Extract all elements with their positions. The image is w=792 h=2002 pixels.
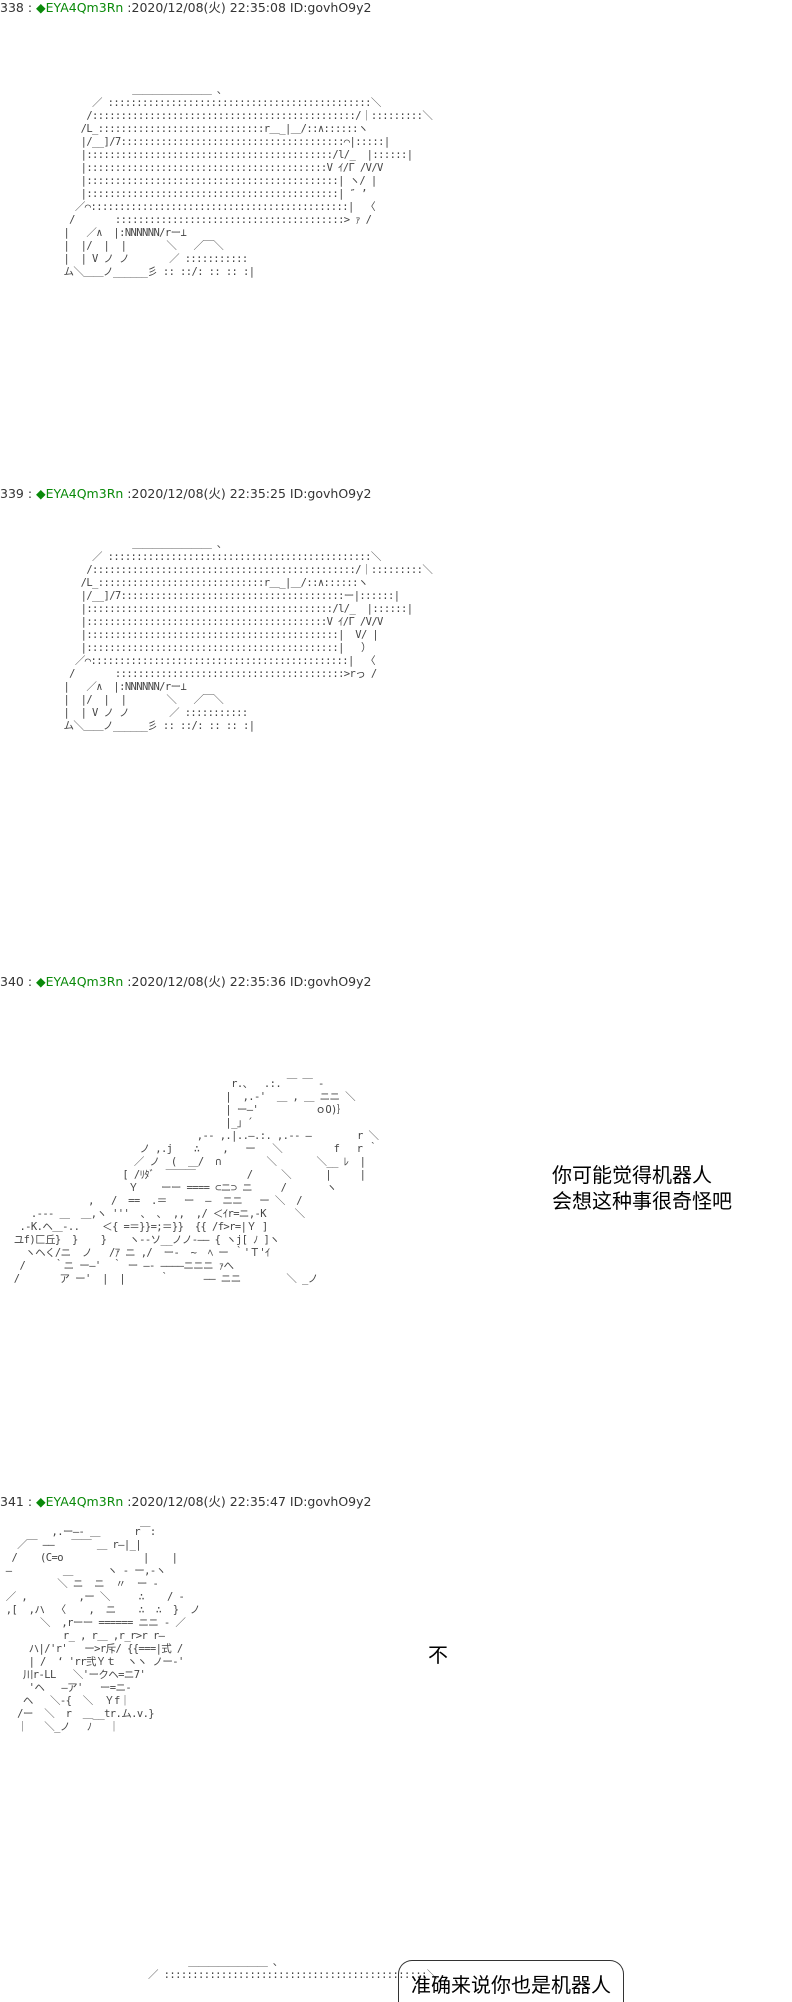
post-datetime: :2020/12/08(火) 22:35:47	[123, 1494, 286, 1509]
trip-diamond-icon: ◆	[36, 486, 46, 501]
speech-bubble: 准确来说你也是机器人	[398, 1960, 624, 2002]
poster-id: ID:govhO9y2	[285, 974, 372, 989]
poster-id: ID:govhO9y2	[285, 0, 372, 15]
post-number: 339	[0, 486, 24, 501]
post-header: 341 : ◆EYA4Qm3Rn :2020/12/08(火) 22:35:47…	[0, 1494, 372, 1509]
poster-id: ID:govhO9y2	[285, 486, 372, 501]
dialogue-line: 你可能觉得机器人	[552, 1163, 712, 1187]
post-header: 338 : ◆EYA4Qm3Rn :2020/12/08(火) 22:35:08…	[0, 0, 372, 15]
post-datetime: :2020/12/08(火) 22:35:36	[123, 974, 286, 989]
poster-name[interactable]: EYA4Qm3Rn	[45, 974, 124, 989]
ascii-art: ＿＿＿＿＿＿＿＿ ､ ／ :::::::::::::::::::::::::::…	[63, 538, 433, 732]
post-number: 341	[0, 1494, 24, 1509]
ascii-art: r.、 .:. ￣ ￣ ‐ | ,.-' ＿ , ＿ ニニ ＼ | ー―' ｏO…	[13, 1078, 379, 1285]
post-number: 338	[0, 0, 24, 15]
ascii-art-partial: ＿＿＿＿＿＿＿＿ ､ ／ :::::::::::::::::::::::::::…	[148, 1956, 437, 1981]
post-datetime: :2020/12/08(火) 22:35:08	[123, 0, 286, 15]
post-number: 340	[0, 974, 24, 989]
poster-name[interactable]: EYA4Qm3Rn	[45, 0, 124, 15]
dialogue-line: 会想这种事很奇怪吧	[552, 1189, 732, 1213]
trip-diamond-icon: ◆	[36, 1494, 46, 1509]
ascii-art: ＿＿＿＿＿＿＿＿ ､ ／ :::::::::::::::::::::::::::…	[63, 84, 433, 278]
trip-diamond-icon: ◆	[36, 0, 46, 15]
ascii-art: ,.ー―‐ ＿ r￣: ／￣ ―― ￣￣ ＿ r―|_| / (C=o | | …	[5, 1526, 201, 1733]
dialogue-line: 不	[428, 1643, 448, 1667]
trip-diamond-icon: ◆	[36, 974, 46, 989]
post-datetime: :2020/12/08(火) 22:35:25	[123, 486, 286, 501]
post-header: 339 : ◆EYA4Qm3Rn :2020/12/08(火) 22:35:25…	[0, 486, 372, 501]
poster-name[interactable]: EYA4Qm3Rn	[45, 1494, 124, 1509]
post-header: 340 : ◆EYA4Qm3Rn :2020/12/08(火) 22:35:36…	[0, 974, 372, 989]
poster-name[interactable]: EYA4Qm3Rn	[45, 486, 124, 501]
poster-id: ID:govhO9y2	[285, 1494, 372, 1509]
